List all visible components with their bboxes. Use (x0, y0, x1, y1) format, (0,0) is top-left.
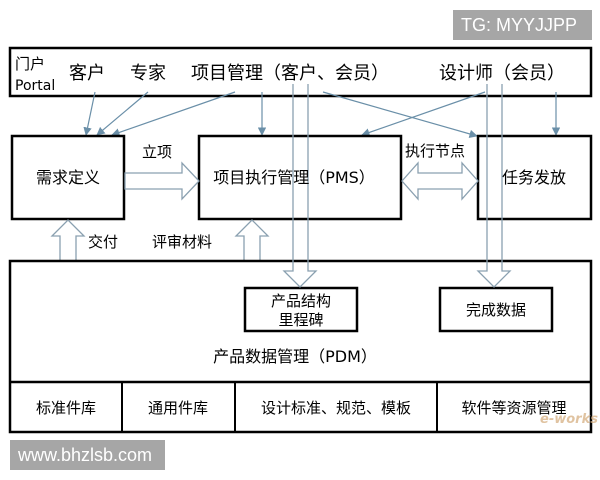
role-designer: 设计师（会员） (439, 63, 565, 84)
role-project-manager: 项目管理（客户、会员） (191, 63, 389, 84)
task-label: 任务发放 (502, 168, 566, 187)
library-common-parts: 通用件库 (148, 399, 208, 417)
deliver-arrow (50, 219, 86, 262)
portal-title-en: Portal (15, 78, 55, 94)
completion-data-label: 完成数据 (466, 301, 526, 319)
exec-nodes-label: 执行节点 (405, 142, 465, 160)
portal-title-cn: 门户 (15, 55, 45, 73)
task-to-completion-arrow (476, 84, 512, 288)
pms-to-structure-arrow (282, 84, 318, 288)
requirement-label: 需求定义 (36, 168, 100, 187)
requirement-box (10, 134, 126, 221)
pdm-label: 产品数据管理（PDM） (213, 347, 377, 366)
watermark-top: TG: MYYJJPP (453, 10, 592, 40)
role-customer: 客户 (69, 63, 105, 84)
deliver-label: 交付 (88, 233, 118, 251)
role-expert: 专家 (130, 63, 166, 84)
pms-box (197, 134, 403, 221)
library-design-standards: 设计标准、规范、模板 (261, 399, 411, 417)
exec-nodes-arrow (401, 161, 479, 201)
initiate-arrow (124, 161, 200, 201)
thin-arrows (83, 91, 561, 138)
task-box (476, 134, 593, 221)
library-standard-parts: 标准件库 (36, 399, 96, 417)
initiate-label: 立项 (142, 143, 172, 161)
product-structure-label: 产品结构 (271, 292, 331, 310)
milestone-label: 里程碑 (278, 311, 323, 329)
library-software-resources: 软件等资源管理 (461, 399, 566, 417)
review-label: 评审材料 (152, 233, 212, 251)
completion-data-box (438, 286, 554, 333)
pms-label: 项目执行管理（PMS） (213, 168, 375, 187)
review-arrow (234, 219, 270, 262)
portal-box (8, 46, 593, 98)
eworks-logo: e-works (540, 412, 598, 427)
watermark-bottom: www.bhzlsb.com (10, 440, 165, 470)
product-structure-box (243, 286, 359, 333)
